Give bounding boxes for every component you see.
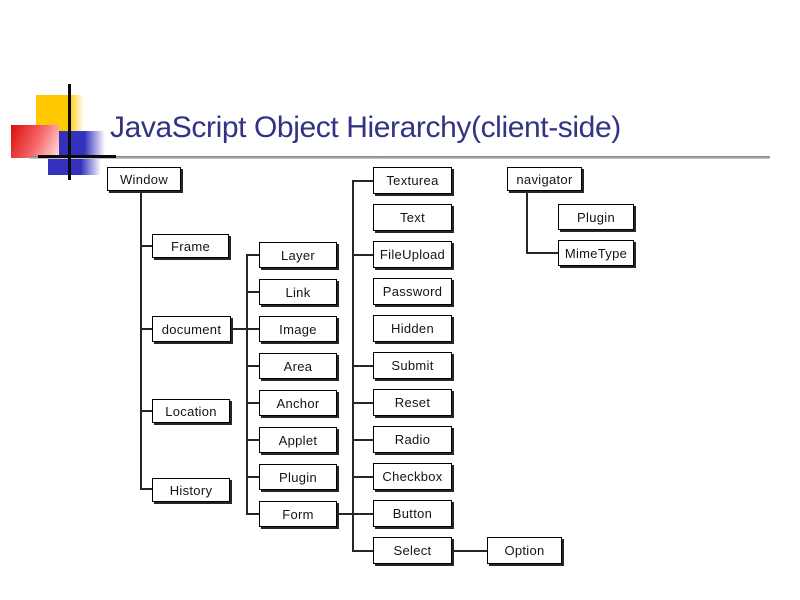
connector-tick-radio xyxy=(352,439,373,441)
node-applet: Applet xyxy=(259,427,337,453)
decor-horizontal-line xyxy=(38,155,116,158)
connector-tick-texturea xyxy=(352,180,373,182)
title-underline-rule xyxy=(30,156,770,159)
connector-tick-location xyxy=(140,410,152,412)
node-frame: Frame xyxy=(152,234,229,258)
node-text: Text xyxy=(373,204,452,231)
connector-document-to-spine xyxy=(231,328,259,330)
connector-navigator-drop xyxy=(526,191,528,254)
node-location: Location xyxy=(152,399,230,423)
decor-blue-square-lower xyxy=(48,158,101,175)
connector-window-spine xyxy=(140,191,142,490)
node-form: Form xyxy=(259,501,337,527)
node-select: Select xyxy=(373,537,452,564)
connector-tick-submit xyxy=(352,365,373,367)
connector-tick-plugin xyxy=(246,476,259,478)
connector-form-to-spine xyxy=(339,513,353,515)
node-plugin-document: Plugin xyxy=(259,464,337,490)
node-fileupload: FileUpload xyxy=(373,241,452,268)
node-hidden: Hidden xyxy=(373,315,452,342)
connector-document-spine xyxy=(246,254,248,515)
page-title: JavaScript Object Hierarchy(client-side) xyxy=(110,111,621,144)
node-texturea: Texturea xyxy=(373,167,452,194)
node-window: Window xyxy=(107,167,181,191)
node-image: Image xyxy=(259,316,337,342)
node-reset: Reset xyxy=(373,389,452,416)
node-button: Button xyxy=(373,500,452,527)
connector-tick-area xyxy=(246,365,259,367)
node-plugin-navigator: Plugin xyxy=(558,204,634,230)
connector-tick-select xyxy=(352,550,373,552)
node-layer: Layer xyxy=(259,242,337,268)
node-checkbox: Checkbox xyxy=(373,463,452,490)
node-history: History xyxy=(152,478,230,502)
node-area: Area xyxy=(259,353,337,379)
connector-select-option xyxy=(452,550,487,552)
node-navigator: navigator xyxy=(507,167,582,191)
connector-tick-applet xyxy=(246,439,259,441)
node-anchor: Anchor xyxy=(259,390,337,416)
node-link: Link xyxy=(259,279,337,305)
connector-tick-document xyxy=(140,328,152,330)
node-radio: Radio xyxy=(373,426,452,453)
connector-tick-history xyxy=(140,488,152,490)
node-option: Option xyxy=(487,537,562,564)
connector-tick-anchor xyxy=(246,402,259,404)
connector-tick-fileupload xyxy=(352,254,373,256)
connector-tick-checkbox xyxy=(352,476,373,478)
node-password: Password xyxy=(373,278,452,305)
connector-tick-layer xyxy=(246,254,259,256)
decor-blue-square xyxy=(59,131,105,159)
connector-tick-button xyxy=(352,513,373,515)
decor-red-square xyxy=(11,125,59,158)
connector-tick-reset xyxy=(352,402,373,404)
decor-vertical-line xyxy=(68,84,71,180)
connector-tick-form xyxy=(246,513,259,515)
connector-tick-link xyxy=(246,291,259,293)
connector-tick-frame xyxy=(140,245,152,247)
node-document: document xyxy=(152,316,231,342)
node-mimetype: MimeType xyxy=(558,240,634,266)
connector-navigator-mimetype xyxy=(526,252,558,254)
node-submit: Submit xyxy=(373,352,452,379)
